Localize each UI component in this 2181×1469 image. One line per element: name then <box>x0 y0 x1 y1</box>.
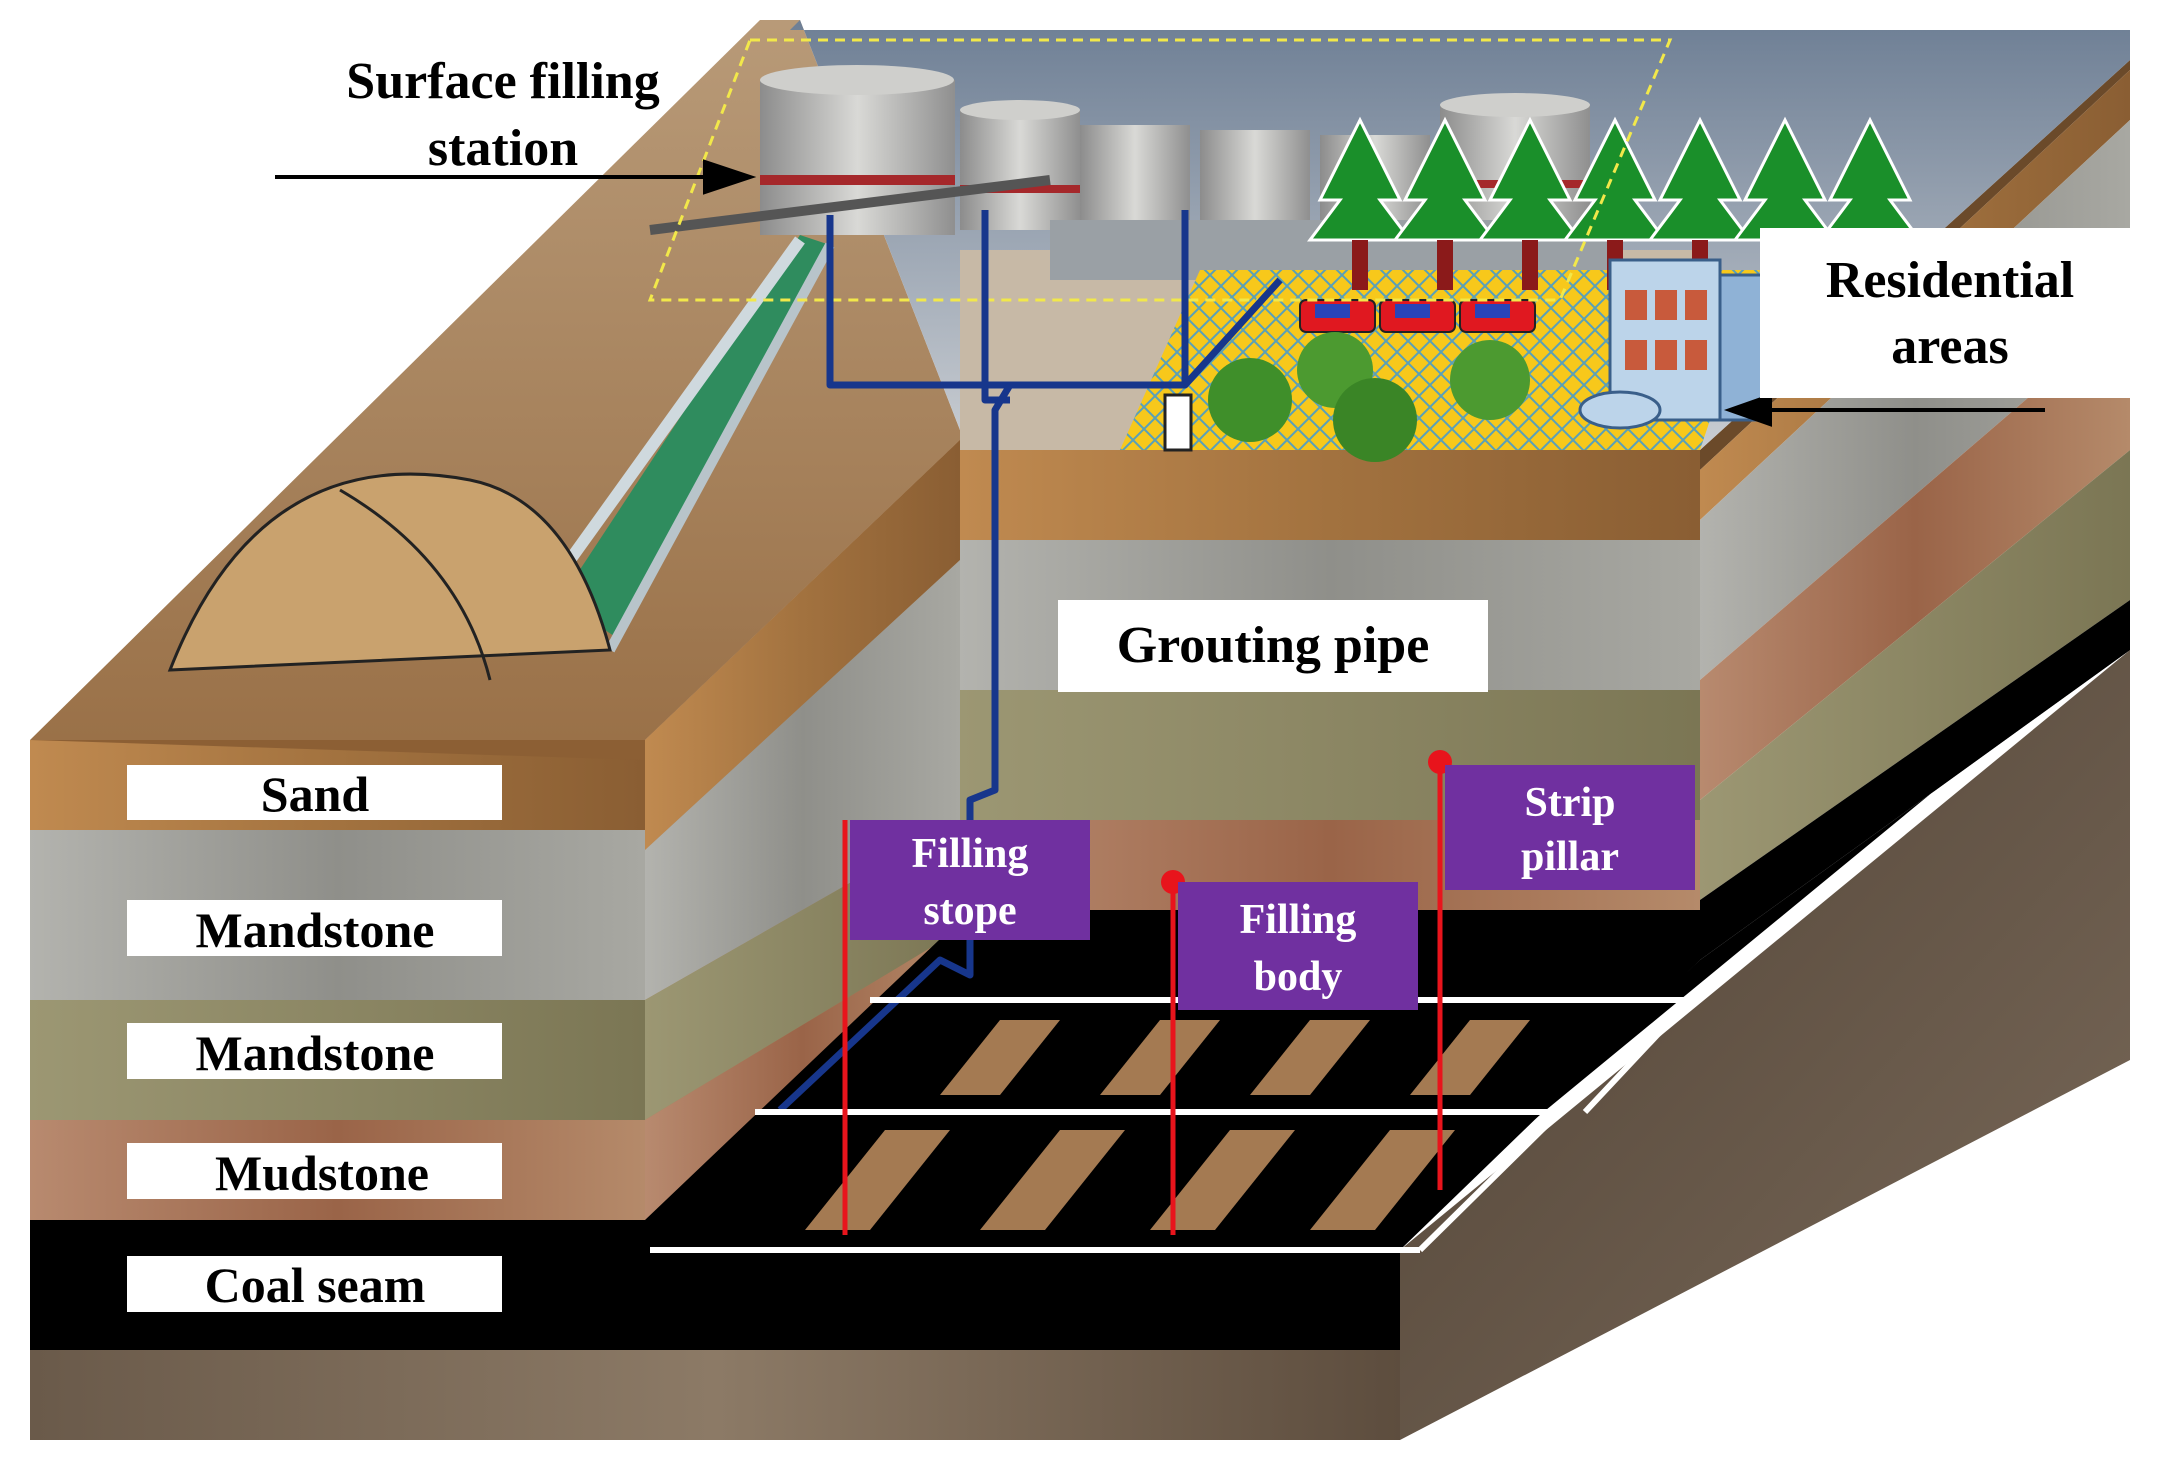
filling-stope-line1: Filling <box>912 831 1029 877</box>
surface-station-line2: station <box>428 120 578 177</box>
filling-body-line2: body <box>1254 954 1343 1000</box>
strip-pillar-line2: pillar <box>1521 834 1619 880</box>
sand-mound <box>167 472 612 681</box>
filling-body-line1: Filling <box>1240 897 1357 943</box>
filling-body-callout: Filling body <box>1178 882 1418 1010</box>
cars <box>1299 299 1536 333</box>
stratum-label-mudstone: Mudstone <box>215 1145 429 1201</box>
residential-area <box>1120 116 1923 462</box>
surface-station-label: Surface filling station <box>346 53 659 177</box>
stratum-label-sand: Sand <box>261 766 370 822</box>
ladder <box>1163 393 1193 452</box>
residential-label: Residential areas <box>1760 228 2140 398</box>
grouting-pipe <box>777 210 1283 1113</box>
stratum-label-mandstone-1: Mandstone <box>196 902 435 958</box>
conveyor-belt <box>560 175 1051 653</box>
arrows <box>275 159 2045 427</box>
roadways <box>650 997 1700 1253</box>
building <box>1578 258 1767 430</box>
filling-stope-callout: Filling stope <box>850 820 1090 940</box>
filling-stope-line2: stope <box>923 888 1016 934</box>
stratum-label-coal-seam: Coal seam <box>205 1257 426 1313</box>
filling-strips <box>805 1020 1530 1230</box>
mining-panel <box>650 997 1700 1253</box>
strata-labels: Sand Mandstone Mandstone Mudstone Coal s… <box>127 765 502 1313</box>
strip-pillar-line1: Strip <box>1524 780 1615 826</box>
grouting-pipe-text: Grouting pipe <box>1117 617 1430 674</box>
shrubs <box>1208 332 1530 462</box>
grouting-pipe-label: Grouting pipe <box>1058 600 1488 692</box>
residential-line1: Residential <box>1826 252 2074 309</box>
residential-line2: areas <box>1891 318 2008 375</box>
station-outline <box>647 38 1673 302</box>
markers <box>842 762 1443 1235</box>
strip-pillar-callout: Strip pillar <box>1445 765 1695 890</box>
stratum-label-mandstone-2: Mandstone <box>196 1025 435 1081</box>
surface-station-line1: Surface filling <box>346 53 659 110</box>
